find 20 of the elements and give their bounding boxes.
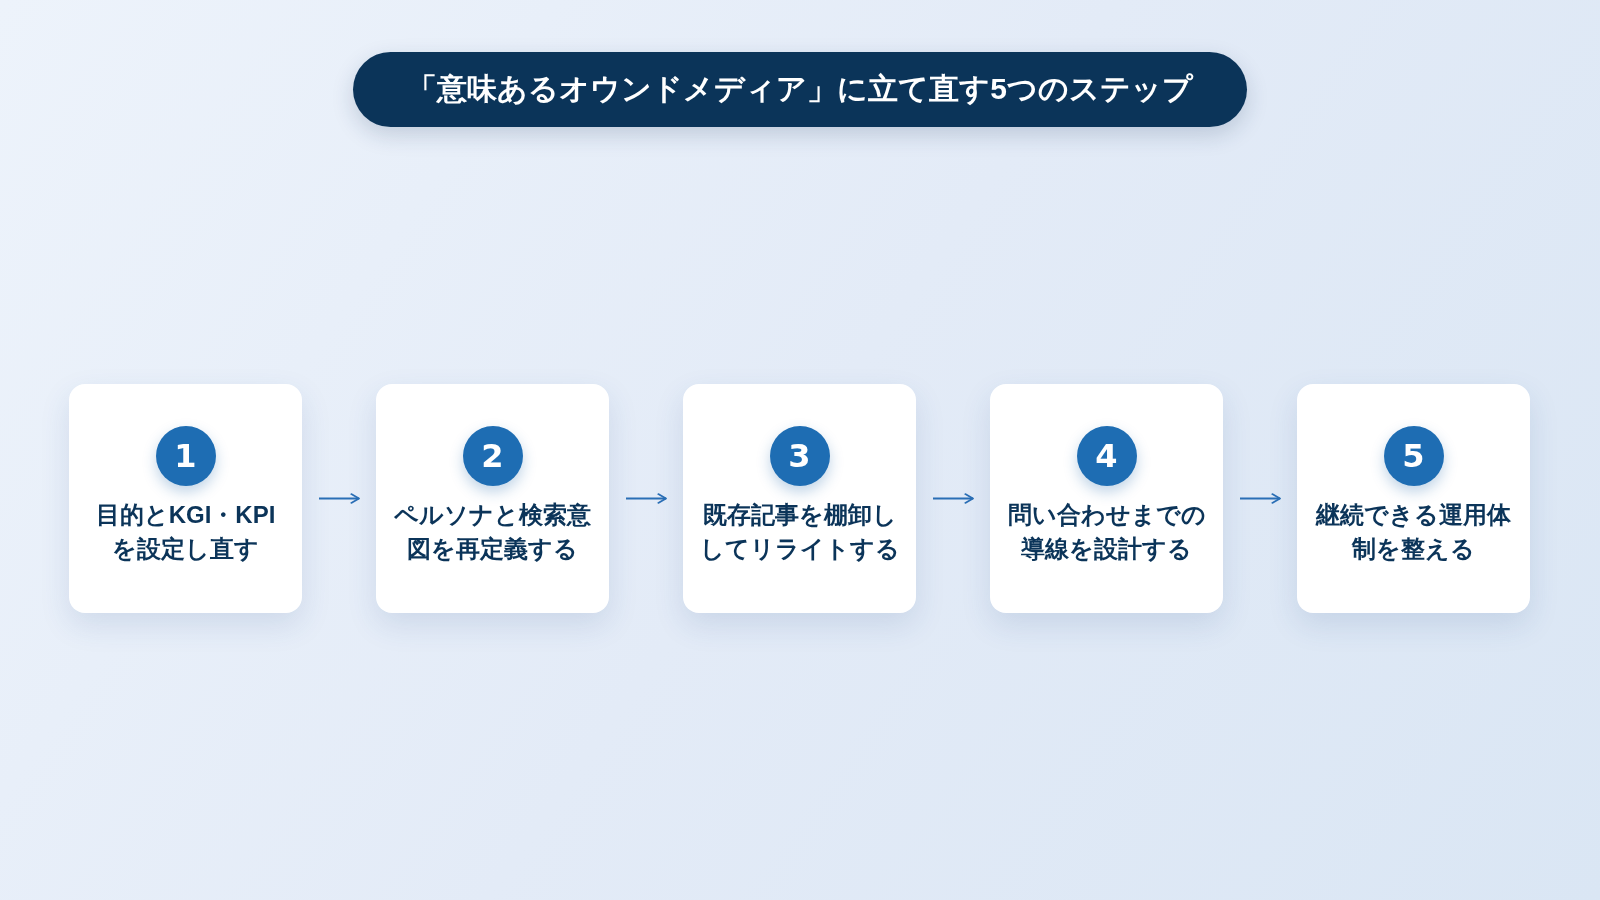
step-card bbox=[990, 384, 1223, 613]
step-text: 目的とKGI・KPIを設定し直す bbox=[94, 500, 277, 564]
step-text: 既存記事を棚卸ししてリライトする bbox=[698, 500, 901, 564]
step-number: 3 bbox=[769, 426, 830, 486]
title-banner: 「意味あるオウンドメディア」に立て直す5つのステップ bbox=[353, 52, 1247, 127]
arrow bbox=[1239, 493, 1281, 504]
arrow bbox=[625, 493, 667, 504]
step-card bbox=[69, 384, 302, 613]
step-number: 5 bbox=[1383, 426, 1444, 486]
step-number: 4 bbox=[1076, 426, 1137, 486]
step-number: 2 bbox=[462, 426, 523, 486]
step-text: 継続できる運用体制を整える bbox=[1314, 500, 1512, 564]
step-text: 問い合わせまでの導線を設計する bbox=[1006, 500, 1207, 564]
arrow bbox=[932, 493, 974, 504]
arrow bbox=[318, 493, 360, 504]
step-card bbox=[376, 384, 609, 613]
step-card bbox=[1297, 384, 1530, 613]
step-card bbox=[683, 384, 916, 613]
step-text: ペルソナと検索意図を再定義する bbox=[393, 500, 592, 564]
step-number: 1 bbox=[155, 426, 216, 486]
